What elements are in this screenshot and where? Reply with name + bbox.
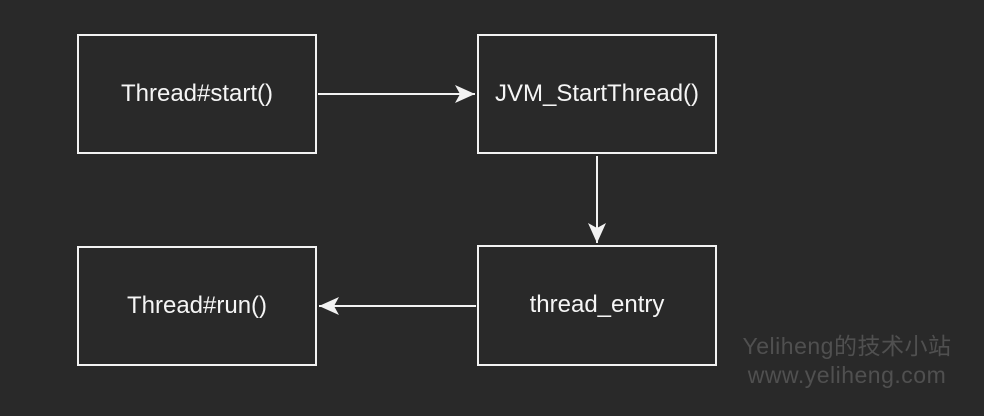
node-thread-entry: thread_entry	[477, 245, 717, 366]
node-thread-start: Thread#start()	[77, 34, 317, 154]
node-thread-entry-label: thread_entry	[529, 291, 665, 319]
node-jvm-start-thread: JVM_StartThread()	[477, 34, 717, 154]
watermark-site-name: Yeliheng的技术小站	[742, 333, 952, 359]
node-jvm-start-thread-label: JVM_StartThread()	[494, 79, 700, 107]
node-thread-run: Thread#run()	[77, 246, 317, 366]
watermark-url: www.yeliheng.com	[747, 362, 947, 388]
node-thread-run-label: Thread#run()	[126, 291, 268, 319]
node-thread-start-label: Thread#start()	[120, 79, 274, 107]
watermark: Yeliheng的技术小站 www.yeliheng.com	[736, 332, 958, 390]
